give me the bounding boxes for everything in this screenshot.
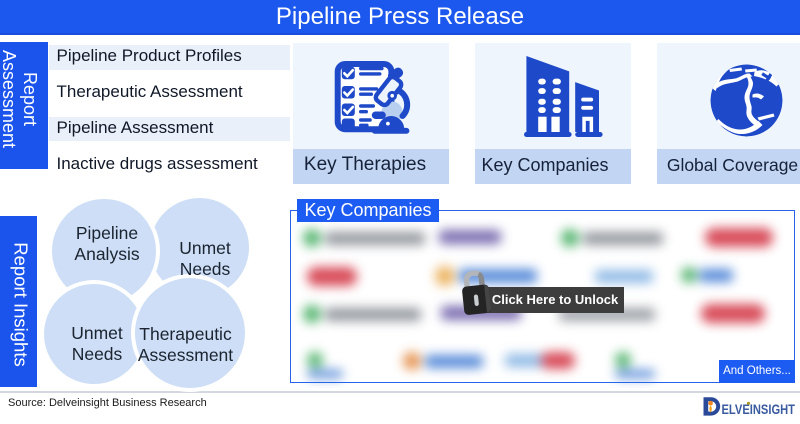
- svg-text:ELVEINSIGHT: ELVEINSIGHT: [722, 401, 796, 417]
